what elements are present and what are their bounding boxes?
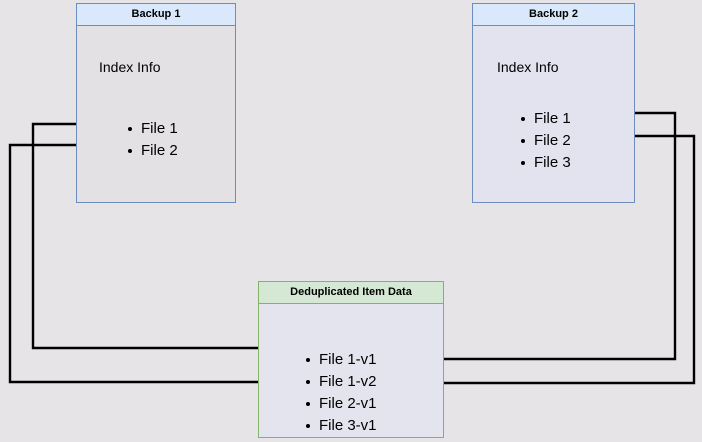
backup-1-title: Backup 1 [77,4,235,26]
list-item[interactable]: File 3 [520,152,571,174]
deduplicated-item-data-body: File 1-v1 File 1-v2 File 2-v1 File 3-v1 [259,304,443,437]
backup-1-body: Index Info File 1 File 2 [77,26,235,202]
list-item[interactable]: File 3-v1 [305,415,377,437]
backup-1-index-info-label: Index Info [99,59,161,75]
backup-1-file-list: File 1 File 2 [127,118,178,162]
deduplicated-file-list: File 1-v1 File 1-v2 File 2-v1 File 3-v1 [305,349,377,437]
list-item[interactable]: File 1 [520,108,571,130]
backup-2-node[interactable]: Backup 2 Index Info File 1 File 2 File 3 [472,3,635,203]
deduplicated-item-data-node[interactable]: Deduplicated Item Data File 1-v1 File 1-… [258,281,444,438]
deduplicated-item-data-title: Deduplicated Item Data [259,282,443,304]
list-item[interactable]: File 2-v1 [305,393,377,415]
list-item[interactable]: File 2 [127,140,178,162]
list-item[interactable]: File 1-v1 [305,349,377,371]
backup-2-body: Index Info File 1 File 2 File 3 [473,26,634,202]
list-item[interactable]: File 2 [520,130,571,152]
list-item[interactable]: File 1 [127,118,178,140]
backup-2-index-info-label: Index Info [497,59,559,75]
backup-1-node[interactable]: Backup 1 Index Info File 1 File 2 [76,3,236,203]
backup-2-file-list: File 1 File 2 File 3 [520,108,571,174]
backup-2-title: Backup 2 [473,4,634,26]
list-item[interactable]: File 1-v2 [305,371,377,393]
